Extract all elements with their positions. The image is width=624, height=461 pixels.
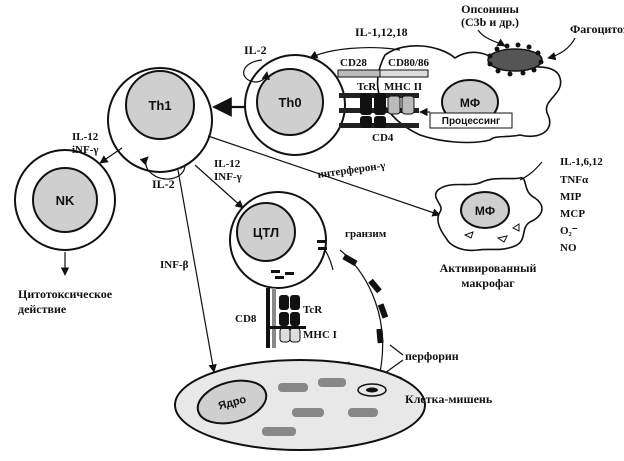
processing-label: Процессинг: [442, 116, 500, 127]
opsonized-bacterium: [487, 42, 544, 77]
phagocytosis-label: Фагоцитоз: [570, 22, 624, 36]
cd80-86-ligand: [379, 69, 429, 78]
infg-mid-label: INF-γ: [214, 171, 242, 183]
tcr-top-label: TcR: [357, 81, 377, 93]
activated-macrophage-label: Активированный: [440, 261, 537, 275]
nk-label: NK: [56, 193, 75, 208]
cytotoxic-label: Цитотоксическое: [18, 287, 113, 301]
tcr-mhc2-complex: [339, 93, 419, 128]
il12-mid-label: IL-12: [214, 158, 241, 170]
th1-cell: Th1: [107, 67, 213, 173]
activated-macrophage: МФ: [434, 177, 543, 252]
activated-mf-label: МФ: [475, 204, 495, 218]
th0-label: Th0: [278, 95, 301, 110]
tcr-mhc1-complex: [266, 288, 306, 348]
perforin-pointer-1: [389, 344, 404, 356]
th1-to-nk-arrow: [99, 147, 123, 164]
granzyme-pointer: [324, 249, 334, 271]
granzyme-label: гранзим: [345, 228, 387, 240]
perforin-label: перфорин: [405, 349, 459, 363]
activated-macrophage-sublabel: макрофаг: [461, 276, 515, 290]
th1-label: Th1: [148, 98, 171, 113]
cd80-86-label: CD80/86: [388, 57, 429, 69]
cytokine-2: MIP: [560, 191, 582, 203]
il-1-12-18-label: IL-1,12,18: [355, 25, 408, 39]
il12-left-label: IL-12: [72, 131, 99, 143]
inf-beta-label: INF-β: [160, 259, 189, 271]
cytokine-bracket: [519, 161, 543, 181]
ctl-label: ЦТЛ: [253, 225, 279, 240]
cytokine-0: IL-1,6,12: [560, 156, 603, 168]
perforin-pointer-2: [384, 359, 404, 374]
th1-to-ctl-arrow: [194, 164, 244, 209]
cytotoxic-sublabel: действие: [18, 302, 67, 316]
infg-left-label: iNF-γ: [72, 144, 99, 156]
mhc2-label: MHC II: [384, 81, 422, 93]
cd8-label: CD8: [235, 313, 257, 325]
target-cell-label: Клетка-мишень: [405, 392, 493, 406]
il2-loop-arrow: [243, 59, 270, 83]
opsonins-label: Опсонины: [461, 2, 519, 16]
target-cell: Ядро: [174, 359, 426, 451]
phagocytosis-arrow: [547, 37, 576, 61]
cytokine-list: IL-1,6,12 TNFα MIP MCP O₂⁻ NO: [560, 156, 603, 254]
opsonin-pointer: [477, 29, 506, 47]
il2-bottom-label: IL-2: [152, 177, 175, 191]
opsonins-sublabel: (C3b и др.): [461, 15, 519, 29]
il-1-12-18-arrow: [309, 47, 401, 59]
tcr-bottom-label: TcR: [303, 304, 323, 316]
th0-cell: Th0: [244, 54, 346, 156]
mhc1-label: MHC I: [303, 329, 337, 341]
cytokine-1: TNFα: [560, 174, 589, 186]
inf-beta-arrow: [177, 169, 217, 373]
perforin-path: [339, 249, 384, 373]
cytokine-5: NO: [560, 242, 577, 254]
cytokine-4: O₂⁻: [560, 225, 578, 237]
interferon-label: интерферон-γ: [317, 160, 386, 181]
cd4-label: CD4: [372, 132, 394, 144]
nk-cell: NK: [14, 149, 116, 251]
cytokine-3: MCP: [560, 208, 585, 220]
interferon-arrow: [207, 135, 441, 217]
il2-top-label: IL-2: [244, 43, 267, 57]
macrophage-label: МФ: [460, 96, 480, 110]
cd28-receptor: [337, 69, 381, 78]
cd28-label: CD28: [340, 57, 367, 69]
ctl-cell: ЦТЛ: [229, 191, 327, 289]
